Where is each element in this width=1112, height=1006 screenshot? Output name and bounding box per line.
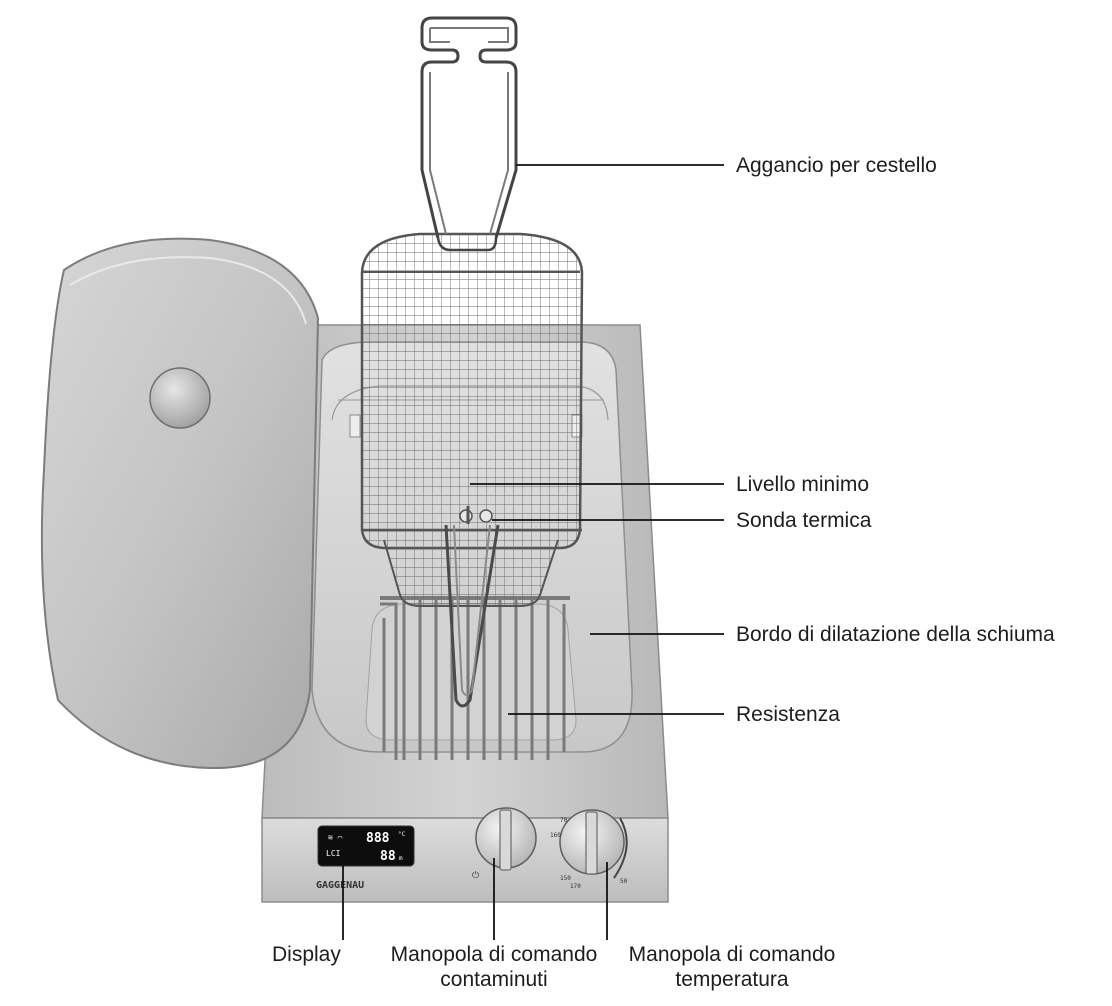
label-timer-knob-line2: contaminuti — [440, 968, 548, 991]
label-temperature-knob: Manopola di comando temperatura — [604, 942, 860, 992]
label-foam-edge: Bordo di dilatazione della schiuma — [736, 623, 1055, 646]
frying-basket — [360, 232, 584, 708]
lid-knob — [149, 367, 211, 429]
power-symbol-icon: ⏻ — [472, 870, 479, 881]
temp-scale-160: 160 — [550, 832, 561, 839]
label-heater: Resistenza — [736, 703, 840, 726]
control-panel: ≋ ⌒ LCI 888 °C 88 m GAGGENAU ⏻ 160 170 1… — [261, 807, 669, 903]
temp-scale-70: 70 — [560, 817, 568, 824]
label-basket-hook: Aggancio per cestello — [736, 154, 937, 177]
brand-logo: GAGGENAU — [316, 880, 364, 891]
lid — [40, 237, 320, 770]
temp-scale-150: 150 — [560, 875, 571, 882]
label-temp-knob-line1: Manopola di comando — [628, 943, 836, 966]
display-mode: LCI — [326, 849, 341, 858]
basket-hook — [420, 16, 518, 252]
leader-lines — [342, 164, 724, 940]
label-min-level: Livello minimo — [736, 473, 870, 496]
label-timer-knob-line1: Manopola di comando — [390, 943, 598, 966]
display-screen — [317, 825, 415, 867]
display-time-unit: m — [399, 855, 403, 862]
wifi-icon: ≋ ⌒ — [328, 833, 343, 842]
label-temp-knob-line2: temperatura — [675, 968, 789, 991]
temp-scale-50: 50 — [620, 878, 628, 885]
label-temperature-probe: Sonda termica — [736, 509, 872, 532]
label-display: Display — [272, 943, 341, 966]
display-temperature: 888 — [366, 831, 390, 846]
display-temperature-unit: °C — [398, 831, 406, 838]
temp-scale-170: 170 — [570, 883, 581, 890]
temperature-knob: 160 170 150 50 70 — [550, 809, 628, 890]
label-timer-knob: Manopola di comando contaminuti — [366, 942, 622, 992]
timer-knob: ⏻ — [472, 807, 537, 881]
display-time: 88 — [380, 849, 396, 864]
